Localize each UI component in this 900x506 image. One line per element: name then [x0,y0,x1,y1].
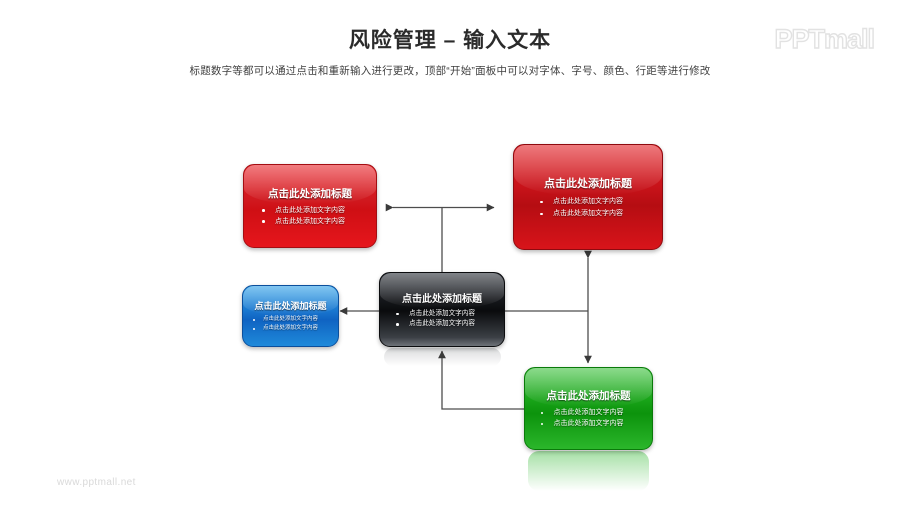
node-title: 点击此处添加标题 [268,187,352,200]
node-bullet: 点击此处添加文字内容 [262,206,345,214]
node-red-left[interactable]: 点击此处添加标题 点击此处添加文字内容 点击此处添加文字内容 [243,164,377,248]
footer-url: www.pptmall.net [57,477,136,488]
node-bullet: 点击此处添加文字内容 [396,319,475,330]
node-bullet: 点击此处添加文字内容 [540,409,624,416]
node-green[interactable]: 点击此处添加标题 点击此处添加文字内容 点击此处添加文字内容 [524,367,653,450]
node-bullet-list: 点击此处添加文字内容 点击此处添加文字内容 [262,205,345,227]
connector-green-to-center [438,350,524,410]
node-bullet: 点击此处添加文字内容 [540,420,624,427]
node-bullet: 点击此处添加文字内容 [396,309,475,320]
node-bullet-list: 点击此处添加文字内容 点击此处添加文字内容 [252,315,318,333]
node-bullet: 点击此处添加文字内容 [252,325,318,331]
node-bullet: 点击此处添加文字内容 [262,217,345,225]
page-subtitle: 标题数字等都可以通过点击和重新输入进行更改，顶部“开始”面板中可以对字体、字号、… [189,65,711,77]
node-blue[interactable]: 点击此处添加标题 点击此处添加文字内容 点击此处添加文字内容 [242,285,339,347]
node-title: 点击此处添加标题 [544,177,632,190]
node-dark-center[interactable]: 点击此处添加标题 点击此处添加文字内容 点击此处添加文字内容 [379,272,505,347]
node-bullet: 点击此处添加文字内容 [540,196,623,208]
node-bullet-list: 点击此处添加文字内容 点击此处添加文字内容 [540,407,624,429]
node-bullet: 点击此处添加文字内容 [252,316,318,322]
node-red-right[interactable]: 点击此处添加标题 点击此处添加文字内容 点击此处添加文字内容 [513,144,663,250]
node-bullet-list: 点击此处添加文字内容 点击此处添加文字内容 [540,196,623,220]
node-title: 点击此处添加标题 [402,293,482,305]
node-bullet: 点击此处添加文字内容 [540,208,623,220]
node-bullet-list: 点击此处添加文字内容 点击此处添加文字内容 [396,309,475,330]
pptmall-logo: PPTmall [774,24,876,54]
node-title: 点击此处添加标题 [254,301,327,311]
node-title: 点击此处添加标题 [546,390,631,402]
page-title: 风险管理 – 输入文本 [348,29,552,52]
